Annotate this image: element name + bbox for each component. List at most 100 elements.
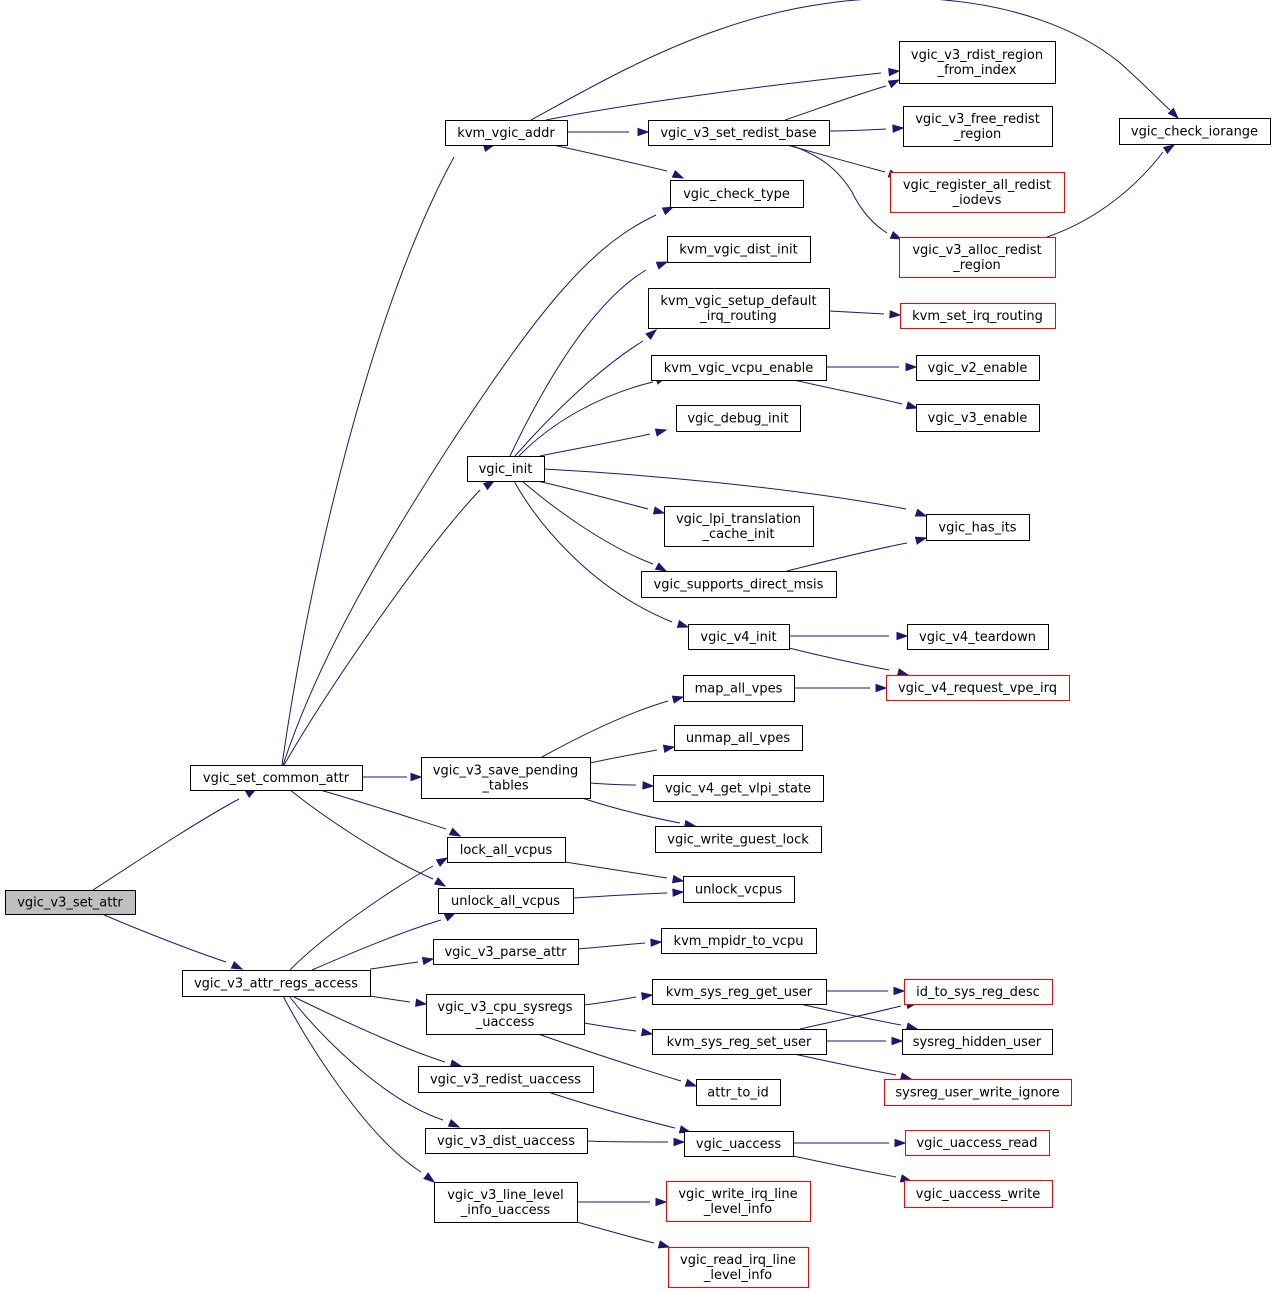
- node-label: _iodevs: [952, 193, 1002, 208]
- node-label: _info_uaccess: [460, 1203, 551, 1218]
- node-vgic-debug-init[interactable]: vgic_debug_init: [676, 405, 801, 432]
- node-label: vgic_v3_line_level: [447, 1188, 564, 1203]
- node-label: vgic_uaccess: [696, 1137, 781, 1152]
- node-label: vgic_v4_teardown: [919, 630, 1036, 645]
- node-label: _irq_routing: [699, 309, 776, 324]
- node-vgic-init[interactable]: vgic_init: [467, 456, 545, 482]
- edge-vgic-v4-init-to-vgic-v4-request-vpe-irq: [788, 647, 910, 677]
- node-vgic-v3-cpu-sysregs-uaccess[interactable]: vgic_v3_cpu_sysregs_uaccess: [426, 994, 585, 1035]
- node-vgic-v3-set-redist-base[interactable]: vgic_v3_set_redist_base: [648, 120, 830, 146]
- node-kvm-mpidr-to-vcpu[interactable]: kvm_mpidr_to_vcpu: [661, 928, 817, 954]
- node-label: lock_all_vcpus: [460, 843, 553, 858]
- node-vgic-uaccess-write[interactable]: vgic_uaccess_write: [904, 1180, 1053, 1208]
- node-kvm-set-irq-routing[interactable]: kvm_set_irq_routing: [900, 303, 1056, 329]
- edges-layer: [92, 0, 1180, 1249]
- node-lock-all-vcpus[interactable]: lock_all_vcpus: [447, 837, 566, 863]
- node-label: unlock_all_vcpus: [451, 894, 560, 909]
- node-label: vgic_check_type: [683, 187, 790, 202]
- node-label: vgic_uaccess_write: [916, 1187, 1040, 1202]
- node-vgic-write-irq-line-level-info[interactable]: vgic_write_irq_line_level_info: [666, 1181, 811, 1222]
- node-vgic-write-guest-lock[interactable]: vgic_write_guest_lock: [655, 826, 822, 853]
- node-label: vgic_v3_free_redist: [915, 112, 1040, 127]
- node-label: vgic_v4_init: [700, 630, 776, 645]
- node-label: id_to_sys_reg_desc: [916, 985, 1040, 1000]
- node-vgic-v3-dist-uaccess[interactable]: vgic_v3_dist_uaccess: [425, 1128, 588, 1154]
- node-sysreg-hidden-user[interactable]: sysreg_hidden_user: [902, 1029, 1053, 1055]
- node-label: vgic_v3_save_pending: [433, 764, 578, 779]
- node-attr-to-id[interactable]: attr_to_id: [696, 1079, 781, 1106]
- node-unlock-all-vcpus[interactable]: unlock_all_vcpus: [438, 888, 574, 914]
- node-vgic-check-type[interactable]: vgic_check_type: [670, 180, 804, 208]
- edge-vgic-v4-init-to-vgic-v4-teardown: [789, 631, 909, 641]
- node-vgic-v3-alloc-redist-region[interactable]: vgic_v3_alloc_redist_region: [899, 237, 1056, 278]
- edge-vgic-v3-cpu-sysregs-uaccess-to-kvm-sys-reg-set-user: [583, 1022, 654, 1037]
- node-id-to-sys-reg-desc[interactable]: id_to_sys_reg_desc: [904, 979, 1053, 1005]
- node-label: vgic_v3_enable: [928, 411, 1028, 426]
- node-vgic-uaccess-read[interactable]: vgic_uaccess_read: [905, 1130, 1050, 1156]
- node-kvm-vgic-addr[interactable]: kvm_vgic_addr: [445, 120, 568, 146]
- edge-vgic-init-to-vgic-debug-init: [539, 428, 668, 457]
- node-label: kvm_sys_reg_get_user: [666, 985, 813, 1000]
- edge-vgic-v3-attr-regs-access-to-lock-all-vcpus: [289, 857, 449, 971]
- node-label: vgic_write_irq_line: [678, 1187, 797, 1202]
- node-label: vgic_v3_dist_uaccess: [437, 1134, 575, 1149]
- node-sysreg-user-write-ignore[interactable]: sysreg_user_write_ignore: [884, 1079, 1072, 1106]
- node-label: _from_index: [937, 63, 1017, 78]
- node-vgic-v4-request-vpe-irq[interactable]: vgic_v4_request_vpe_irq: [886, 675, 1070, 701]
- node-label: vgic_v3_rdist_region: [911, 48, 1043, 63]
- node-vgic-v3-set-attr[interactable]: vgic_v3_set_attr: [5, 890, 136, 915]
- edge-kvm-sys-reg-get-user-to-id-to-sys-reg-desc: [825, 986, 906, 996]
- edge-vgic-init-to-kvm-vgic-setup-default-irq-routing: [514, 329, 658, 457]
- node-vgic-has-its[interactable]: vgic_has_its: [926, 514, 1030, 541]
- node-label: vgic_v4_get_vlpi_state: [665, 782, 811, 797]
- node-vgic-lpi-translation-cache-init[interactable]: vgic_lpi_translation_cache_init: [664, 506, 814, 547]
- node-vgic-v3-enable[interactable]: vgic_v3_enable: [916, 404, 1040, 432]
- node-label: _uaccess: [475, 1015, 535, 1030]
- edge-vgic-uaccess-to-vgic-uaccess-read: [793, 1138, 907, 1148]
- node-label: vgic_v3_set_attr: [17, 896, 123, 911]
- node-kvm-vgic-vcpu-enable[interactable]: kvm_vgic_vcpu_enable: [651, 355, 827, 381]
- node-vgic-v2-enable[interactable]: vgic_v2_enable: [916, 355, 1040, 381]
- node-kvm-sys-reg-get-user[interactable]: kvm_sys_reg_get_user: [652, 979, 827, 1005]
- node-vgic-v3-rdist-region-from-index[interactable]: vgic_v3_rdist_region_from_index: [899, 41, 1056, 84]
- node-vgic-v3-line-level-info-uaccess[interactable]: vgic_v3_line_level_info_uaccess: [434, 1182, 578, 1223]
- edge-vgic-init-to-kvm-vgic-dist-init: [509, 261, 669, 457]
- node-vgic-uaccess[interactable]: vgic_uaccess: [684, 1131, 794, 1157]
- node-kvm-vgic-dist-init[interactable]: kvm_vgic_dist_init: [667, 236, 811, 263]
- node-unlock-vcpus[interactable]: unlock_vcpus: [683, 876, 795, 903]
- edge-vgic-set-common-attr-to-unlock-all-vcpus: [289, 789, 447, 887]
- node-vgic-register-all-redist-iodevs[interactable]: vgic_register_all_redist_iodevs: [890, 172, 1065, 213]
- node-vgic-v4-teardown[interactable]: vgic_v4_teardown: [907, 624, 1049, 650]
- edge-vgic-v3-redist-uaccess-to-vgic-uaccess: [547, 1091, 692, 1134]
- node-vgic-read-irq-line-level-info[interactable]: vgic_read_irq_line_level_info: [668, 1247, 809, 1288]
- node-vgic-v3-parse-attr[interactable]: vgic_v3_parse_attr: [433, 939, 579, 965]
- edge-vgic-init-to-vgic-supports-direct-msis: [521, 480, 668, 572]
- edge-vgic-v3-set-redist-base-to-vgic-v3-rdist-region-from-index: [784, 79, 901, 121]
- edge-vgic-v3-line-level-info-uaccess-to-vgic-write-irq-line-level-info: [577, 1197, 668, 1207]
- node-label: vgic_init: [479, 462, 533, 477]
- edge-vgic-v3-parse-attr-to-kvm-mpidr-to-vcpu: [577, 938, 663, 950]
- node-vgic-v4-get-vlpi-state[interactable]: vgic_v4_get_vlpi_state: [653, 775, 824, 802]
- edge-vgic-set-common-attr-to-vgic-init: [283, 480, 496, 766]
- edge-vgic-v3-save-pending-tables-to-vgic-write-guest-lock: [581, 797, 697, 829]
- edge-vgic-v3-line-level-info-uaccess-to-vgic-read-irq-line-level-info: [576, 1221, 671, 1249]
- node-vgic-v3-save-pending-tables[interactable]: vgic_v3_save_pending_tables: [421, 757, 591, 799]
- nodes-layer: vgic_v3_set_attrvgic_set_common_attrvgic…: [5, 41, 1271, 1288]
- node-vgic-v3-attr-regs-access[interactable]: vgic_v3_attr_regs_access: [182, 970, 371, 997]
- node-label: kvm_vgic_vcpu_enable: [664, 361, 814, 376]
- node-unmap-all-vpes[interactable]: unmap_all_vpes: [674, 725, 803, 751]
- node-map-all-vpes[interactable]: map_all_vpes: [683, 675, 795, 702]
- edge-vgic-v3-dist-uaccess-to-vgic-uaccess: [586, 1137, 686, 1147]
- node-vgic-v3-redist-uaccess[interactable]: vgic_v3_redist_uaccess: [418, 1066, 594, 1093]
- node-label: unlock_vcpus: [695, 883, 783, 898]
- node-vgic-supports-direct-msis[interactable]: vgic_supports_direct_msis: [641, 571, 837, 598]
- node-label: kvm_vgic_dist_init: [679, 243, 797, 258]
- node-vgic-v4-init[interactable]: vgic_v4_init: [688, 624, 790, 650]
- node-kvm-vgic-setup-default-irq-routing[interactable]: kvm_vgic_setup_default_irq_routing: [648, 288, 830, 329]
- node-vgic-check-iorange[interactable]: vgic_check_iorange: [1119, 118, 1271, 145]
- node-label: sysreg_hidden_user: [913, 1035, 1042, 1050]
- node-kvm-sys-reg-set-user[interactable]: kvm_sys_reg_set_user: [652, 1029, 827, 1055]
- node-label: _region: [952, 258, 1001, 273]
- node-vgic-v3-free-redist-region[interactable]: vgic_v3_free_redist_region: [903, 106, 1053, 147]
- node-vgic-set-common-attr[interactable]: vgic_set_common_attr: [190, 765, 363, 791]
